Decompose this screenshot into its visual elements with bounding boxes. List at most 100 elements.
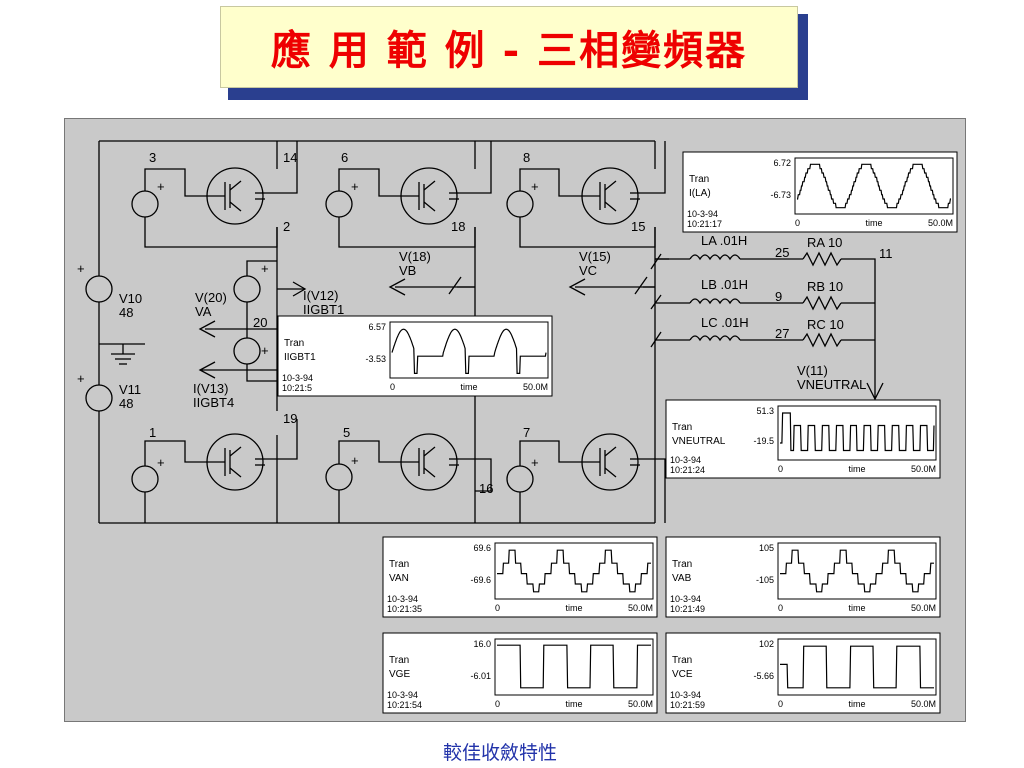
- component-label: RB 10: [807, 279, 843, 294]
- date-label: 10-3-94: [282, 373, 313, 383]
- dc-rails: [98, 140, 655, 524]
- node-label: 19: [283, 411, 297, 426]
- node-label: 1: [149, 425, 156, 440]
- plus-sign: +: [351, 179, 359, 194]
- x-end-label: 50.0M: [523, 382, 548, 392]
- x-end-label: 50.0M: [628, 603, 653, 613]
- node-label: 11: [879, 246, 893, 261]
- chart-frame: [277, 315, 553, 397]
- plus-sign: +: [77, 371, 85, 386]
- title-box: 應 用 範 例 - 三相變頻器: [220, 6, 798, 88]
- plus-sign: +: [351, 453, 359, 468]
- x-end-label: 50.0M: [911, 699, 936, 709]
- signal-label: VAN: [389, 573, 409, 584]
- node-label: 9: [775, 289, 782, 304]
- x-end-label: 50.0M: [628, 699, 653, 709]
- probe-label: V(15): [579, 249, 611, 264]
- waveform-line: [391, 328, 547, 374]
- plus-sign: +: [531, 455, 539, 470]
- waveform-line: [797, 163, 951, 209]
- waveform-line: [497, 549, 651, 593]
- time-label: 10:21:5: [282, 383, 312, 393]
- y-max-label: 16.0: [473, 639, 491, 649]
- plot-area: [494, 638, 654, 696]
- time-label: 10:21:59: [670, 700, 705, 710]
- plot-area: [494, 542, 654, 600]
- node-label: 27: [775, 326, 789, 341]
- y-min-label: -19.5: [753, 436, 774, 446]
- time-label: 10:21:54: [387, 700, 422, 710]
- y-max-label: 51.3: [756, 406, 774, 416]
- plus-sign: +: [531, 179, 539, 194]
- dc-source-v11: [85, 384, 113, 412]
- probe-label: I(V12): [303, 288, 338, 303]
- signal-label: VCE: [672, 669, 693, 680]
- x-start-label: 0: [778, 464, 783, 474]
- date-label: 10-3-94: [387, 594, 418, 604]
- probe-label: IIGBT1: [303, 302, 344, 317]
- time-label: 10:21:17: [687, 219, 722, 229]
- analysis-label: Tran: [672, 655, 692, 666]
- probe-label: VB: [399, 263, 416, 278]
- component-label: LA .01H: [701, 233, 747, 248]
- y-max-label: 105: [759, 543, 774, 553]
- analysis-label: Tran: [672, 422, 692, 433]
- plus-sign: +: [77, 261, 85, 276]
- igbt-lower-b: [400, 433, 459, 491]
- signal-label: VGE: [389, 669, 410, 680]
- plot-area: [777, 638, 937, 696]
- igbt-upper-c: [581, 167, 640, 225]
- analysis-label: Tran: [672, 559, 692, 570]
- y-max-label: 69.6: [473, 543, 491, 553]
- circuit-labels: 3 14 2 6 18 8 15 20 19 1 5 16 7 25 9 27 …: [77, 150, 893, 496]
- x-start-label: 0: [390, 382, 395, 392]
- date-label: 10-3-94: [670, 455, 701, 465]
- time-label: 10:21:35: [387, 604, 422, 614]
- source-label: V11: [119, 382, 141, 397]
- plot-area: [794, 157, 954, 215]
- probe-label: I(V13): [193, 381, 228, 396]
- x-end-label: 50.0M: [911, 603, 936, 613]
- gate-sources: [131, 190, 534, 493]
- waveform-line: [780, 549, 934, 593]
- igbt-upper-a: [206, 167, 265, 225]
- y-max-label: 6.57: [368, 322, 386, 332]
- x-axis-label: time: [848, 603, 865, 613]
- source-label: V10: [119, 291, 142, 306]
- page-title: 應 用 範 例 - 三相變頻器: [270, 27, 748, 74]
- figure-panel: 3 14 2 6 18 8 15 20 19 1 5 16 7 25 9 27 …: [64, 118, 966, 722]
- analysis-label: Tran: [389, 559, 409, 570]
- node-label: 7: [523, 425, 530, 440]
- caption: 較佳收斂特性: [442, 742, 557, 764]
- probe-label: IIGBT4: [193, 395, 234, 410]
- rl-load: [650, 251, 884, 401]
- x-axis-label: time: [848, 699, 865, 709]
- dc-source-v10: [85, 275, 113, 303]
- source-label: 48: [119, 305, 133, 320]
- x-axis-label: time: [565, 603, 582, 613]
- signal-label: I(LA): [689, 188, 711, 199]
- signal-label: IIGBT1: [284, 352, 316, 363]
- y-max-label: 102: [759, 639, 774, 649]
- waveform-line: [780, 412, 935, 452]
- probe-label: V(18): [399, 249, 431, 264]
- plus-sign: +: [157, 455, 165, 470]
- analysis-label: Tran: [689, 174, 709, 185]
- x-axis-label: time: [848, 464, 865, 474]
- plus-sign: +: [261, 261, 269, 276]
- y-min-label: -3.53: [365, 354, 386, 364]
- component-label: RC 10: [807, 317, 844, 332]
- plus-sign: +: [261, 343, 269, 358]
- y-min-label: -105: [756, 575, 774, 585]
- node-label: 3: [149, 150, 156, 165]
- node-label: 15: [631, 219, 645, 234]
- igbt-lower-a: [206, 433, 265, 491]
- x-start-label: 0: [795, 218, 800, 228]
- component-label: RA 10: [807, 235, 842, 250]
- node-label: 6: [341, 150, 348, 165]
